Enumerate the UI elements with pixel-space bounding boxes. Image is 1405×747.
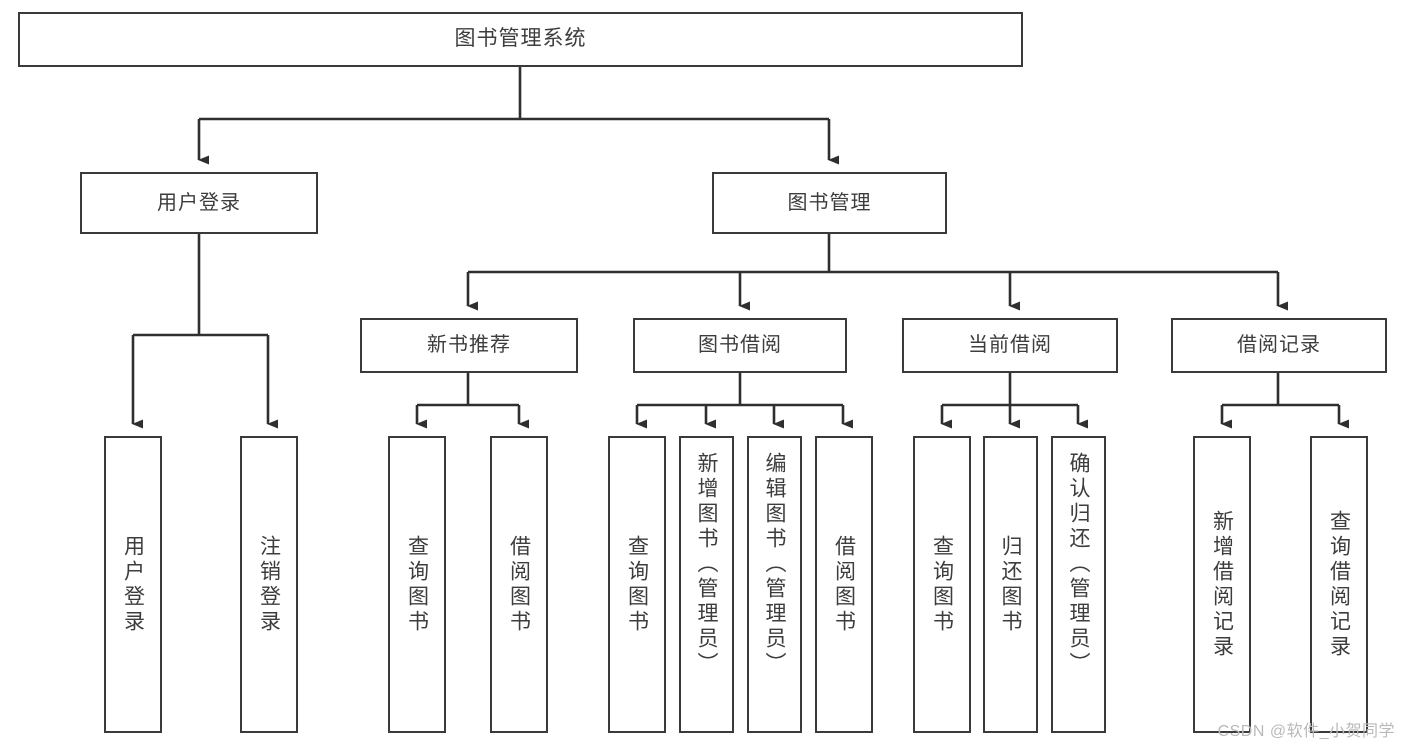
- leaf-record-query[interactable]: 查询借阅记录: [1310, 436, 1368, 733]
- leaf-current-query[interactable]: 查询图书: [913, 436, 971, 733]
- node-book-borrow-label: 图书借阅: [698, 334, 782, 356]
- leaf-borrow-book[interactable]: 借阅图书: [815, 436, 873, 733]
- node-borrow-record[interactable]: 借阅记录: [1171, 318, 1387, 373]
- leaf-current-return-label: 归还图书: [999, 534, 1022, 635]
- node-book-manage-label: 图书管理: [787, 191, 872, 214]
- leaf-record-add-label: 新增借阅记录: [1210, 509, 1234, 660]
- node-user-login[interactable]: 用户登录: [80, 172, 318, 234]
- leaf-borrow-add[interactable]: 新增图书（管理员）: [679, 436, 734, 733]
- node-new-book[interactable]: 新书推荐: [360, 318, 578, 373]
- leaf-current-query-label: 查询图书: [930, 534, 954, 635]
- leaf-new-book-query[interactable]: 查询图书: [388, 436, 446, 733]
- leaf-user-login[interactable]: 用户登录: [104, 436, 162, 733]
- leaf-borrow-add-label: 新增图书（管理员）: [695, 452, 718, 677]
- node-root-label: 图书管理系统: [454, 27, 587, 51]
- node-current-borrow-label: 当前借阅: [968, 334, 1052, 356]
- leaf-record-add[interactable]: 新增借阅记录: [1193, 436, 1251, 733]
- node-book-borrow[interactable]: 图书借阅: [633, 318, 847, 373]
- node-user-login-label: 用户登录: [157, 191, 241, 214]
- node-new-book-label: 新书推荐: [427, 334, 511, 356]
- leaf-record-query-label: 查询借阅记录: [1327, 509, 1351, 660]
- node-root[interactable]: 图书管理系统: [18, 12, 1023, 67]
- watermark: CSDN @软件_小贺同学: [1217, 723, 1395, 740]
- leaf-user-login-label: 用户登录: [121, 534, 145, 635]
- node-borrow-record-label: 借阅记录: [1237, 334, 1321, 356]
- leaf-new-book-borrow[interactable]: 借阅图书: [490, 436, 548, 733]
- node-current-borrow[interactable]: 当前借阅: [902, 318, 1118, 373]
- leaf-current-return[interactable]: 归还图书: [983, 436, 1038, 733]
- leaf-new-book-query-label: 查询图书: [405, 534, 429, 635]
- node-book-manage[interactable]: 图书管理: [712, 172, 947, 234]
- leaf-borrow-book-label: 借阅图书: [832, 534, 856, 635]
- leaf-borrow-edit[interactable]: 编辑图书（管理员）: [747, 436, 802, 733]
- leaf-logout[interactable]: 注销登录: [240, 436, 298, 733]
- leaf-borrow-edit-label: 编辑图书（管理员）: [763, 452, 786, 677]
- leaf-new-book-borrow-label: 借阅图书: [507, 534, 531, 635]
- leaf-current-confirm-return[interactable]: 确认归还（管理员）: [1051, 436, 1106, 733]
- leaf-borrow-query-label: 查询图书: [625, 534, 649, 635]
- leaf-borrow-query[interactable]: 查询图书: [608, 436, 666, 733]
- leaf-logout-label: 注销登录: [257, 534, 281, 635]
- leaf-current-confirm-return-label: 确认归还（管理员）: [1067, 452, 1090, 677]
